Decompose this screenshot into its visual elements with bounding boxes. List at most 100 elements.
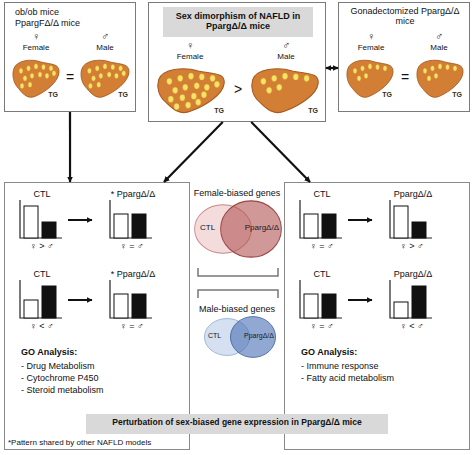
fat-droplet xyxy=(214,81,219,87)
female-bar xyxy=(114,214,128,238)
female-bar xyxy=(24,300,38,318)
node-text: Male xyxy=(411,43,467,52)
liver-outline xyxy=(252,69,318,113)
node-text: - Cytochrome P450 xyxy=(21,373,99,383)
female-bar xyxy=(394,206,408,238)
node-text: TG xyxy=(382,91,392,99)
liver: TG xyxy=(249,65,321,117)
fat-droplet xyxy=(383,66,387,71)
node-text: GO Analysis: xyxy=(301,347,357,357)
node-text: TG xyxy=(214,107,224,115)
liver: TG xyxy=(79,57,131,101)
node-text: ♀ > ♂ xyxy=(17,241,67,251)
fat-droplet xyxy=(194,83,199,89)
flow-arrow xyxy=(164,122,223,182)
fat-droplet xyxy=(361,66,365,71)
node-text: ♀ < ♂ xyxy=(17,321,67,331)
node-text: ♀ > ♂ xyxy=(377,241,447,251)
node-text: TG xyxy=(118,91,128,99)
node-text: Male xyxy=(251,52,321,61)
change-arrow xyxy=(68,219,92,221)
node-text: ♂ xyxy=(411,30,467,43)
chart-axis xyxy=(110,280,152,318)
node-text: PpargΔ/Δ xyxy=(373,189,453,199)
fat-droplet xyxy=(49,66,53,71)
male-bar xyxy=(322,294,336,318)
node-text: ♂ xyxy=(251,39,321,52)
fat-droplet xyxy=(52,71,56,76)
free-label: Male-biased genes xyxy=(190,304,284,314)
fat-droplet xyxy=(183,84,188,90)
node-text: > xyxy=(227,81,249,97)
node-text: ♀ = ♂ xyxy=(297,241,347,251)
node-text: ♀ xyxy=(343,30,399,43)
bracket xyxy=(198,268,278,276)
node-text: TG xyxy=(48,91,58,99)
fat-droplet xyxy=(168,96,173,102)
summary-band: Perturbation of sex-biased gene expressi… xyxy=(86,414,388,434)
female-bar xyxy=(114,294,128,318)
fat-droplet xyxy=(103,64,107,69)
node-text: Female xyxy=(11,43,61,52)
fat-droplet xyxy=(304,75,309,81)
fat-droplet xyxy=(178,75,183,81)
fat-droplet xyxy=(191,93,196,99)
node-text: - Drug Metabolism xyxy=(21,361,95,371)
male-bar xyxy=(132,214,146,238)
fat-droplet xyxy=(27,66,31,71)
fat-droplet xyxy=(42,64,46,69)
chart-axis xyxy=(300,280,342,318)
fat-droplet xyxy=(267,87,272,93)
model-box: ob/ob micePpargFΔ/Δ mice♀Female♂Male=TGT… xyxy=(4,2,136,112)
node-text: Sex dimorphism of NAFLD in PpargΔ/Δ mice xyxy=(165,11,311,32)
fat-droplet xyxy=(210,75,215,81)
fat-droplet xyxy=(277,84,282,90)
fat-droplet xyxy=(188,73,193,79)
node-text: ♀ = ♂ xyxy=(97,321,167,331)
node-text: Female xyxy=(155,52,225,61)
node-text: CTL xyxy=(17,269,67,279)
fat-droplet xyxy=(196,99,201,105)
node-text: ob/ob mice xyxy=(15,7,133,17)
node-text: CTL xyxy=(297,189,347,199)
fat-droplet xyxy=(97,82,101,87)
fat-droplet xyxy=(89,83,93,88)
node-text: ♂ xyxy=(79,30,131,43)
fat-droplet xyxy=(180,95,185,101)
fat-droplet xyxy=(107,72,111,77)
fat-droplet xyxy=(99,73,103,78)
female-bar xyxy=(304,214,318,238)
node-text: PpargΔ/Δ xyxy=(244,332,274,340)
fat-droplet xyxy=(92,76,96,81)
fat-droplet xyxy=(446,64,450,69)
fat-droplet xyxy=(119,66,123,71)
node-text: ♀ = ♂ xyxy=(297,321,347,331)
node-text: PpargFΔ/Δ mice xyxy=(15,18,133,28)
fat-droplet xyxy=(38,72,42,77)
model-box: Gonadectomized PpargΔ/Δ mice♀Female♂Male… xyxy=(338,2,470,112)
free-label: Female-biased genes xyxy=(190,188,284,198)
node-text: Female xyxy=(343,43,399,52)
fat-droplet xyxy=(88,68,92,73)
fat-droplet xyxy=(174,103,179,109)
fat-droplet xyxy=(122,71,126,76)
fat-droplet xyxy=(34,64,38,69)
change-arrow xyxy=(68,299,92,301)
fat-droplet xyxy=(201,92,206,98)
fat-droplet xyxy=(293,74,298,80)
flow-arrow xyxy=(326,67,338,69)
fat-droplet xyxy=(28,82,32,87)
fat-droplet xyxy=(173,87,178,93)
change-arrow xyxy=(348,299,372,301)
fat-droplet xyxy=(272,75,277,81)
node-text: ♀ < ♂ xyxy=(377,321,447,331)
female-bar xyxy=(24,206,38,238)
flow-arrow xyxy=(69,112,71,182)
node-text: CTL xyxy=(200,223,215,232)
chart-axis xyxy=(110,200,152,238)
node-text: - Fatty acid metabolism xyxy=(301,373,394,383)
fat-droplet xyxy=(434,73,438,78)
free-label: *Pattern shared by other NAFLD models xyxy=(8,438,208,447)
chart-axis xyxy=(20,280,62,318)
